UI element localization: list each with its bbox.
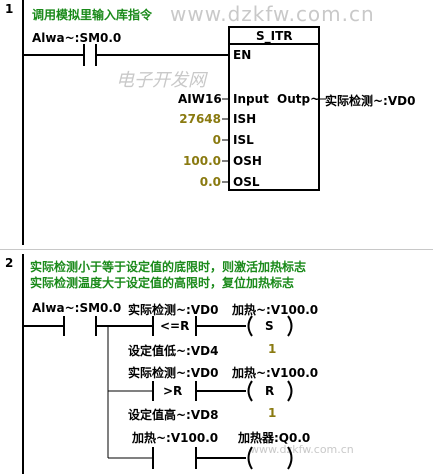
watermark-url-top: www.dzkfw.com.cn — [170, 2, 375, 26]
n2-rung1-op2[interactable]: 设定值低~:VD4 — [128, 344, 219, 358]
network-2-comment-line-1[interactable]: 实际检测小于等于设定值的底限时，则激活加热标志 — [30, 260, 307, 274]
n2-rung3-coil-addr[interactable]: 加热器:Q0.0 — [238, 431, 311, 445]
n1-output-operand[interactable]: 实际检测~:VD0 — [325, 94, 416, 108]
network-2-number[interactable]: 2 — [5, 256, 14, 270]
n2-rung2-op2[interactable]: 设定值高~:VD8 — [128, 408, 219, 422]
n2-rung3-contact-addr[interactable]: 加热~:V100.0 — [132, 431, 219, 445]
network-1-number[interactable]: 1 — [5, 2, 14, 16]
n1-contact-address[interactable]: Alwa~:SM0.0 — [32, 31, 122, 45]
network-separator — [0, 249, 433, 250]
block-pin-osh: OSH — [233, 154, 262, 168]
n2-rung2-coil-addr[interactable]: 加热~:V100.0 — [232, 366, 319, 380]
n1-osl-value[interactable]: 0.0 — [199, 175, 221, 189]
power-rail-network-2 — [22, 254, 24, 474]
n1-input-operand[interactable]: AIW16 — [178, 92, 222, 106]
n2-rung2-op1[interactable]: 实际检测~:VD0 — [128, 366, 219, 380]
network-2-comment-line-2[interactable]: 实际检测温度大于设定值的高限时，复位加热标志 — [30, 276, 295, 290]
block-pin-input: Input — [233, 92, 269, 106]
block-pin-output: Outp~ — [277, 92, 321, 106]
n1-ish-value[interactable]: 27648 — [179, 112, 221, 126]
block-name[interactable]: S_ITR — [256, 29, 293, 43]
n2-rung1-coil-n[interactable]: 1 — [268, 342, 277, 356]
power-rail-network-1 — [22, 0, 24, 245]
n1-isl-value[interactable]: 0 — [212, 133, 221, 147]
watermark-url-bottom: www.dzkfw.com.cn — [250, 443, 354, 456]
n2-contact-address[interactable]: Alwa~:SM0.0 — [32, 301, 122, 315]
block-pin-ish: ISH — [233, 112, 257, 126]
network-1-comment[interactable]: 调用模拟里输入库指令 — [32, 8, 153, 22]
n2-rung1-coil-addr[interactable]: 加热~:V100.0 — [232, 303, 319, 317]
block-pin-isl: ISL — [233, 133, 254, 147]
n2-rung1-compare: <=R — [160, 319, 190, 333]
block-pin-osl: OSL — [233, 175, 260, 189]
block-pin-en: EN — [233, 48, 252, 62]
n2-rung2-coil-reset: R — [265, 384, 275, 398]
n2-rung2-compare: >R — [163, 384, 183, 398]
watermark-cn: 电子开发网 — [116, 70, 206, 91]
n2-rung2-coil-n[interactable]: 1 — [268, 406, 277, 420]
n1-osh-value[interactable]: 100.0 — [183, 154, 221, 168]
n2-rung1-coil-set: S — [265, 319, 274, 333]
n2-rung1-op1[interactable]: 实际检测~:VD0 — [128, 303, 219, 317]
